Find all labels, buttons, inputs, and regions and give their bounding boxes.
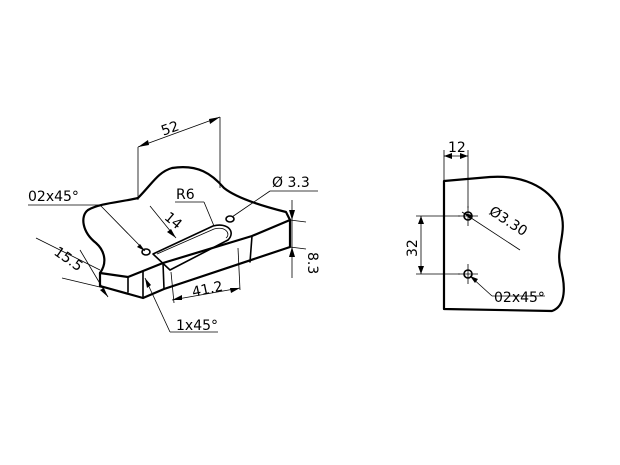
dim-83-arrow-bot — [289, 247, 295, 257]
dim-dia330-leader — [461, 211, 521, 251]
dim-12-arrow-right — [460, 153, 468, 159]
dim-side-chamfer-arrow — [470, 276, 478, 283]
dim-412-ext-left — [170, 271, 175, 304]
dim-32-arrow-top — [418, 216, 424, 224]
dim-iso-chamfer-arrow — [137, 244, 145, 251]
side-outline — [442, 175, 565, 313]
dim-412-line — [171, 287, 241, 301]
dim-155-ext-top — [35, 237, 101, 271]
dim-155-label: 15.5 — [51, 244, 86, 275]
dim-52-line — [137, 116, 221, 148]
side-view: 12 32 Ø3.30 02x45° — [405, 140, 565, 313]
dim-83-label: 8.3 — [304, 252, 320, 274]
dim-iso-chamfer-leader — [99, 204, 146, 252]
iso-top-face — [82, 166, 292, 279]
dim-412-ext-right — [237, 247, 241, 291]
iso-right-edge — [249, 235, 253, 263]
dim-83-ext-bot — [289, 246, 307, 250]
iso-hole-left — [141, 248, 151, 256]
iso-slot-inner — [156, 227, 229, 255]
dim-12-arrow-left — [444, 153, 452, 159]
dim-155-ext-bot — [61, 277, 105, 289]
dim-83-arrow-top — [289, 210, 295, 220]
dim-83-ext-top — [289, 219, 307, 223]
dim-edge-chamfer-label: 1x45° — [176, 318, 218, 334]
dim-412-arrow-right — [230, 288, 240, 293]
dim-14-arrow — [167, 229, 176, 238]
dim-52-arrow-right — [209, 117, 220, 124]
dim-r6-label: R6 — [176, 187, 195, 203]
dim-edge-chamfer-leader — [144, 277, 171, 333]
dim-52-arrow-left — [138, 140, 149, 147]
iso-hole-right — [225, 215, 235, 223]
dim-dia33-leader — [231, 190, 271, 218]
dim-14-label: 14 — [161, 209, 185, 233]
dim-iso-chamfer-label: 02x45° — [28, 189, 79, 205]
dim-412-label: 41.2 — [191, 279, 225, 301]
dim-r6-leader — [203, 201, 215, 227]
isometric-view: 52 R6 Ø 3.3 02x45° 14 15.5 8.3 — [28, 116, 320, 334]
dim-52-label: 52 — [159, 118, 181, 139]
dim-32-arrow-bot — [418, 266, 424, 274]
dim-side-chamfer-label: 02x45° — [494, 290, 545, 306]
dim-32-label: 32 — [405, 239, 421, 257]
dim-12-label: 12 — [448, 140, 466, 156]
dim-dia330-label: Ø3.30 — [486, 203, 530, 239]
dim-155-arrow — [100, 288, 108, 297]
dim-412-arrow-left — [172, 295, 182, 300]
dim-dia33-label: Ø 3.3 — [272, 175, 310, 191]
iso-front-chamfer-edge — [162, 262, 165, 290]
dim-edge-chamfer-arrow — [145, 278, 151, 288]
dim-dia330-arrow — [464, 213, 472, 219]
